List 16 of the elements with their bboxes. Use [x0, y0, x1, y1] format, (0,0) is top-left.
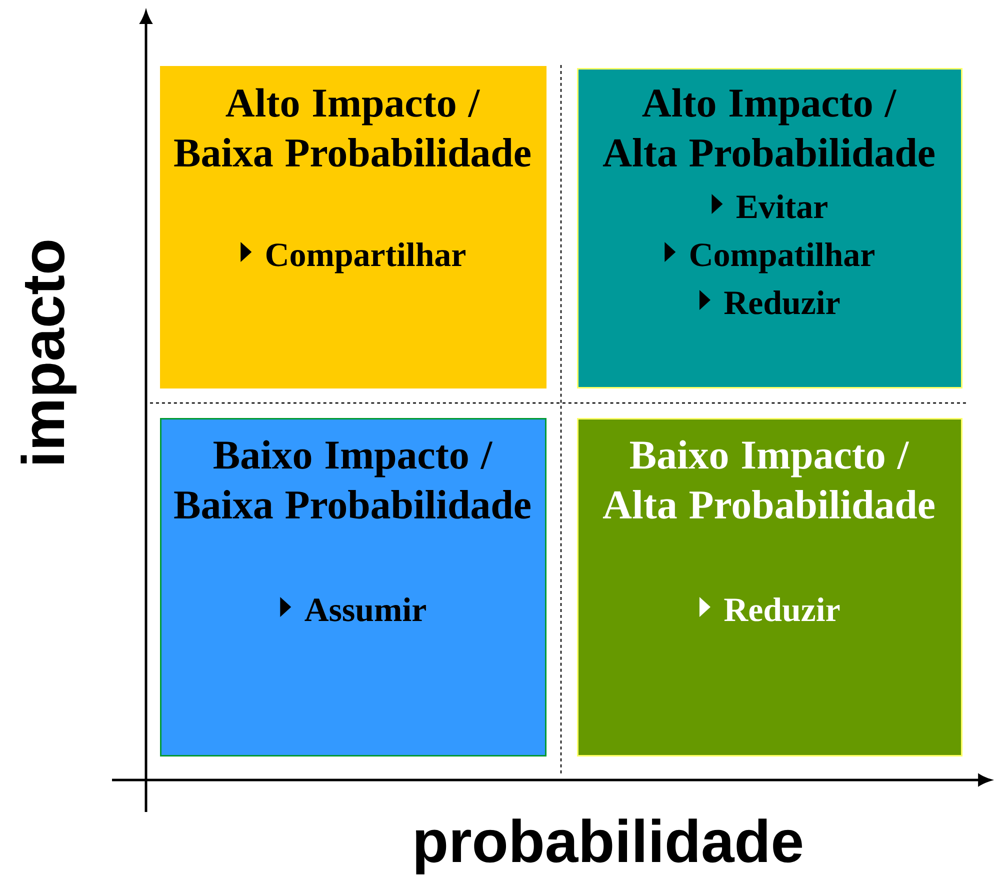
list-item: Compartilhar — [266, 242, 466, 274]
quadrant-title: Baixo Impacto / Baixa Probabilidade — [174, 440, 530, 519]
axis-label: probabilidade — [416, 818, 802, 874]
axis-label: impacto — [20, 240, 76, 464]
list-item: Reduzir — [724, 290, 840, 314]
list-item: Evitar — [736, 194, 828, 218]
quadrant-box — [577, 68, 962, 388]
quadrant-box — [577, 418, 962, 756]
quadrant-title: Alto Impacto / Baixa Probabilidade — [174, 88, 530, 167]
quadrant-title: Alto Impacto / Alta Probabilidade — [602, 88, 934, 167]
quadrant-title: Baixo Impacto / Alta Probabilidade — [602, 440, 934, 519]
list-item: Reduzir — [724, 598, 840, 622]
quadrant-box — [160, 418, 546, 756]
list-item: Compatilhar — [690, 242, 874, 274]
list-item: Assumir — [304, 598, 426, 622]
quadrant-box — [160, 66, 546, 388]
